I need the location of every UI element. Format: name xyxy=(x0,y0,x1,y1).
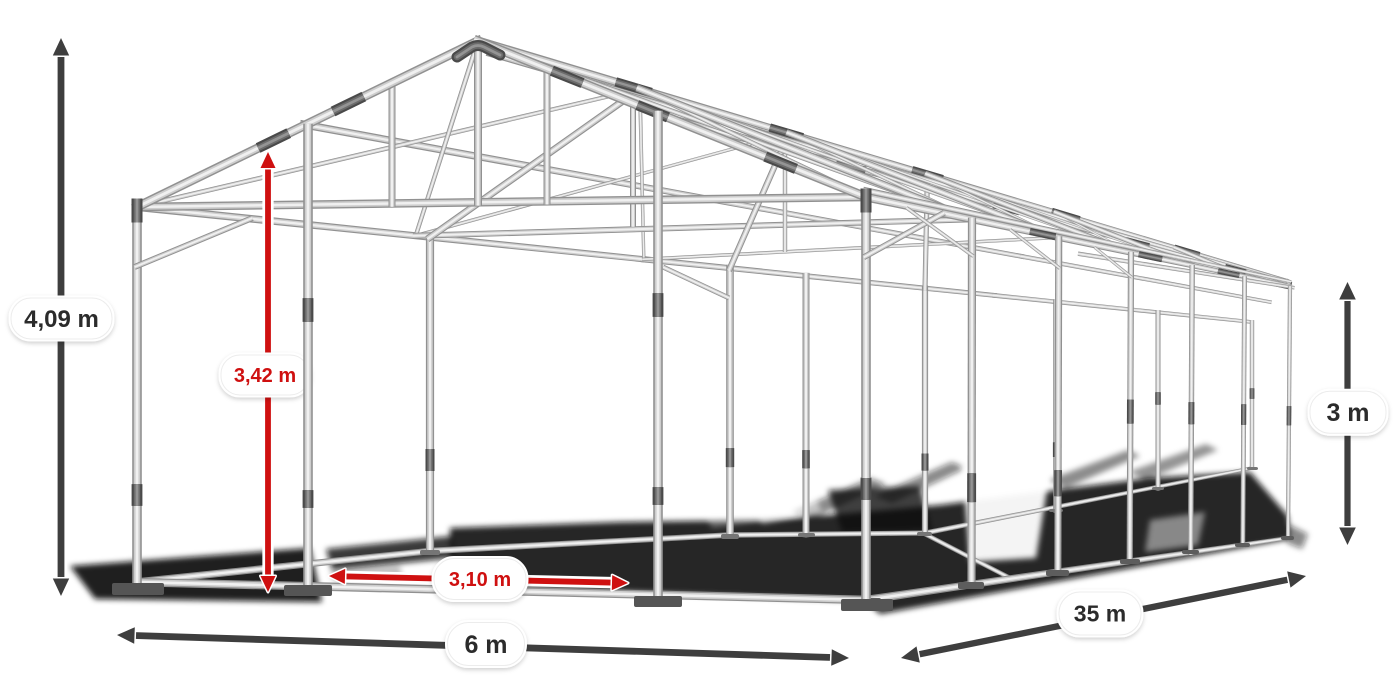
svg-text:3,10 m: 3,10 m xyxy=(449,569,511,591)
svg-text:4,09 m: 4,09 m xyxy=(24,306,99,333)
svg-text:3,42 m: 3,42 m xyxy=(234,365,296,387)
svg-text:3 m: 3 m xyxy=(1326,399,1369,427)
svg-text:35 m: 35 m xyxy=(1074,601,1126,627)
svg-text:6 m: 6 m xyxy=(464,631,507,659)
